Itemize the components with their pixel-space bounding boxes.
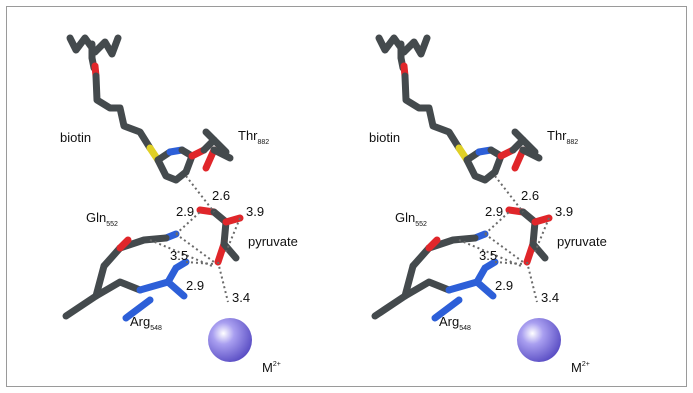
metal-ion	[208, 318, 252, 362]
distance-2.9-b: 2.9	[186, 278, 204, 293]
figure-frame	[6, 6, 687, 387]
distance-2.9-b: 2.9	[495, 278, 513, 293]
distance-2.6: 2.6	[521, 188, 539, 203]
gln-label: Gln552	[86, 210, 118, 228]
distance-3.9: 3.9	[555, 204, 573, 219]
thr-label: Thr882	[238, 128, 269, 146]
right-stereo-panel: biotin Thr882 Gln552 pyruvate Arg548 M2+…	[369, 38, 607, 375]
biotin-label: biotin	[60, 130, 91, 145]
distance-3.4: 3.4	[232, 290, 250, 305]
distance-3.9: 3.9	[246, 204, 264, 219]
distance-3.5: 3.5	[170, 248, 188, 263]
arg-label: Arg548	[439, 314, 471, 332]
left-stereo-panel: biotin Thr882 Gln552 pyruvate Arg548 M2+…	[60, 38, 298, 375]
metal-label: M2+	[262, 360, 281, 375]
distance-3.4: 3.4	[541, 290, 559, 305]
pyruvate-label: pyruvate	[557, 234, 607, 249]
biotin-label: biotin	[369, 130, 400, 145]
gln-label: Gln552	[395, 210, 427, 228]
thr-label: Thr882	[547, 128, 578, 146]
arg-label: Arg548	[130, 314, 162, 332]
distance-2.9-a: 2.9	[176, 204, 194, 219]
metal-label: M2+	[571, 360, 590, 375]
distance-3.5: 3.5	[479, 248, 497, 263]
metal-ion	[517, 318, 561, 362]
distance-2.9-a: 2.9	[485, 204, 503, 219]
distance-2.6: 2.6	[212, 188, 230, 203]
pyruvate-label: pyruvate	[248, 234, 298, 249]
